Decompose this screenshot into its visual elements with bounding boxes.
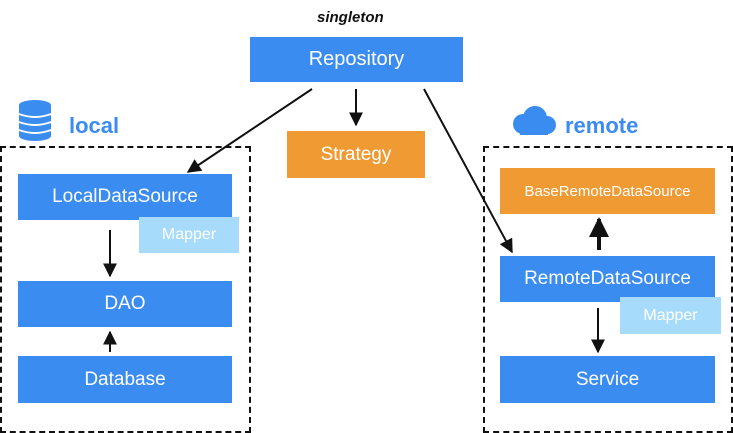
remote-data-source-box: RemoteDataSource (500, 256, 715, 302)
arrow-repository-to-remote (423, 88, 513, 254)
local-region (0, 146, 251, 433)
strategy-box: Strategy (287, 131, 425, 178)
database-icon (17, 99, 53, 141)
cloud-icon (508, 105, 558, 137)
remote-region (483, 146, 733, 433)
service-box: Service (500, 356, 715, 403)
local-data-source-box: LocalDataSource (18, 174, 232, 220)
repository-box: Repository (250, 37, 463, 82)
dao-box: DAO (18, 281, 232, 327)
remote-mapper-box: Mapper (620, 297, 721, 334)
singleton-caption: singleton (317, 9, 384, 26)
local-heading: local (69, 113, 120, 138)
arrow-repository-to-local (186, 88, 313, 173)
database-box: Database (18, 356, 232, 403)
local-mapper-box: Mapper (139, 217, 239, 253)
remote-heading: remote (565, 113, 639, 138)
base-remote-data-source-box: BaseRemoteDataSource (500, 168, 715, 214)
